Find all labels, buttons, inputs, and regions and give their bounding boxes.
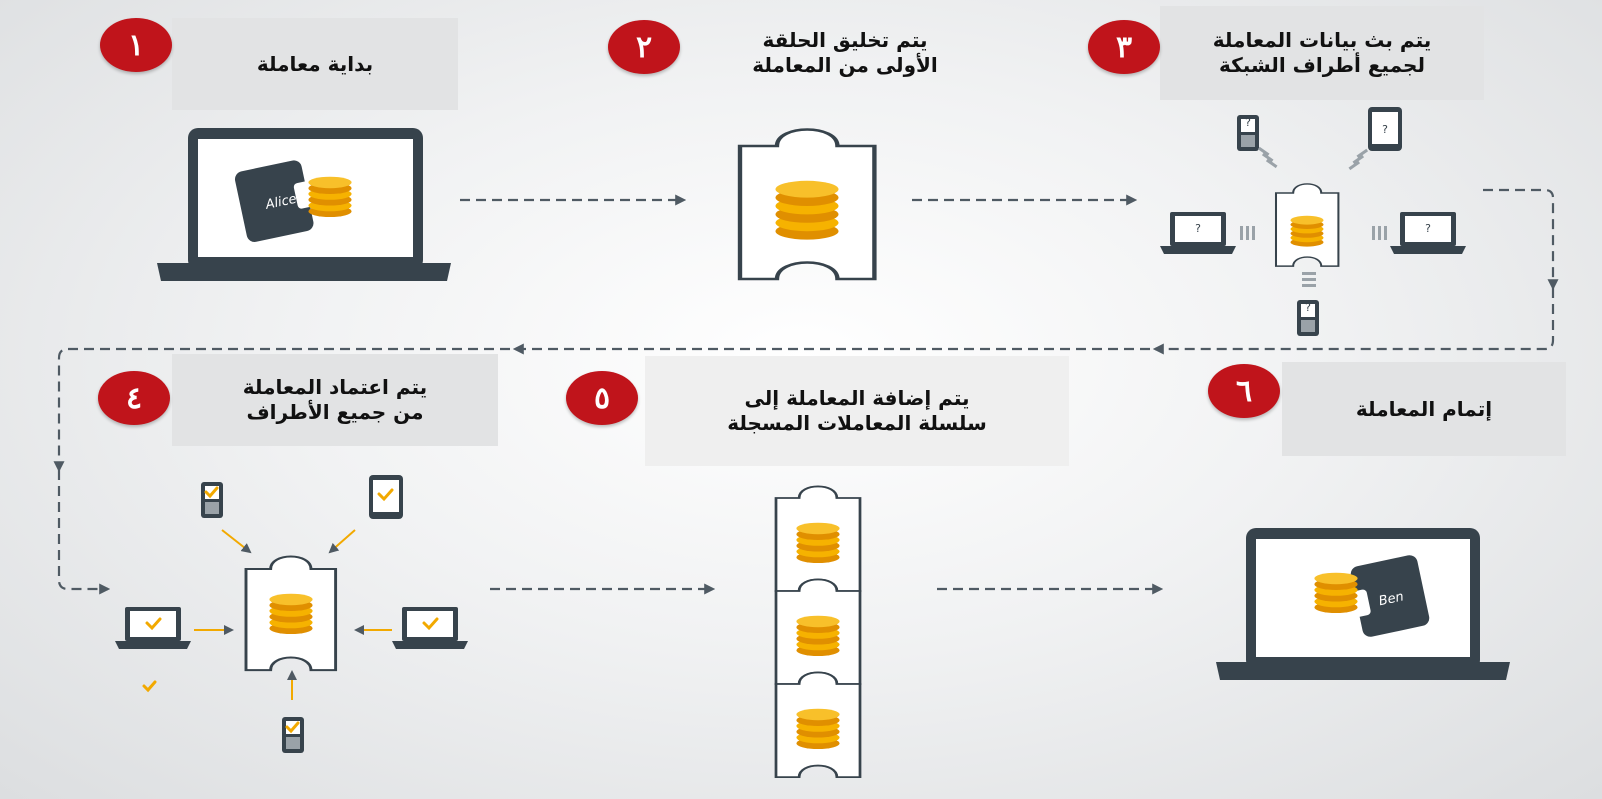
blockchain-chain-icon [774, 485, 862, 779]
receiver-name: Ben [1377, 589, 1405, 609]
step-1-badge: ١ [100, 18, 172, 72]
check-icon [142, 486, 439, 734]
signal-icons [1240, 146, 1387, 287]
svg-text:?: ? [1195, 222, 1201, 235]
sender-name: Alice [263, 192, 298, 213]
step-6-label: إتمام المعاملة [1282, 362, 1566, 456]
step-5-label: يتم إضافة المعاملة إلى سلسلة المعاملات ا… [645, 356, 1069, 466]
first-block-puzzle-icon [740, 130, 874, 280]
step-2-label: يتم تخليق الحلقة الأولى من المعاملة [752, 28, 938, 77]
svg-text:?: ? [1382, 123, 1388, 136]
svg-text:?: ? [1305, 301, 1311, 314]
consensus-network-icon [115, 475, 468, 753]
broadcast-network-icon: ? ? ? ? ? [1160, 107, 1466, 336]
svg-text:?: ? [1425, 222, 1431, 235]
step-6-badge: ٦ [1208, 364, 1280, 418]
sender-laptop-icon: Alice [157, 128, 451, 281]
approval-arrows [194, 529, 392, 700]
arrow-turn-row [1152, 288, 1555, 355]
step-3-label: يتم بث بيانات المعاملة لجميع أطراف الشبك… [1160, 6, 1484, 100]
flow-arrows [53, 188, 1559, 595]
arrow-down-left [53, 347, 510, 473]
question-mark-icons: ? ? ? ? ? [1195, 116, 1431, 314]
step-2-badge: ٢ [608, 20, 680, 74]
receiver-laptop-icon: Ben [1216, 528, 1510, 680]
phone-icon [282, 717, 304, 753]
wallet-icon: Alice [234, 160, 318, 242]
step-1-label: بداية معاملة [172, 18, 458, 110]
svg-text:?: ? [1245, 116, 1251, 129]
arrow-into-4 [57, 470, 111, 595]
step-5-badge: ٥ [566, 371, 638, 425]
phone-icon [201, 482, 223, 518]
step-4-label: يتم اعتماد المعاملة من جميع الأطراف [172, 354, 498, 446]
step-3-badge: ٣ [1088, 20, 1160, 74]
arrow-3-down [1483, 188, 1559, 291]
step-4-badge: ٤ [98, 371, 170, 425]
